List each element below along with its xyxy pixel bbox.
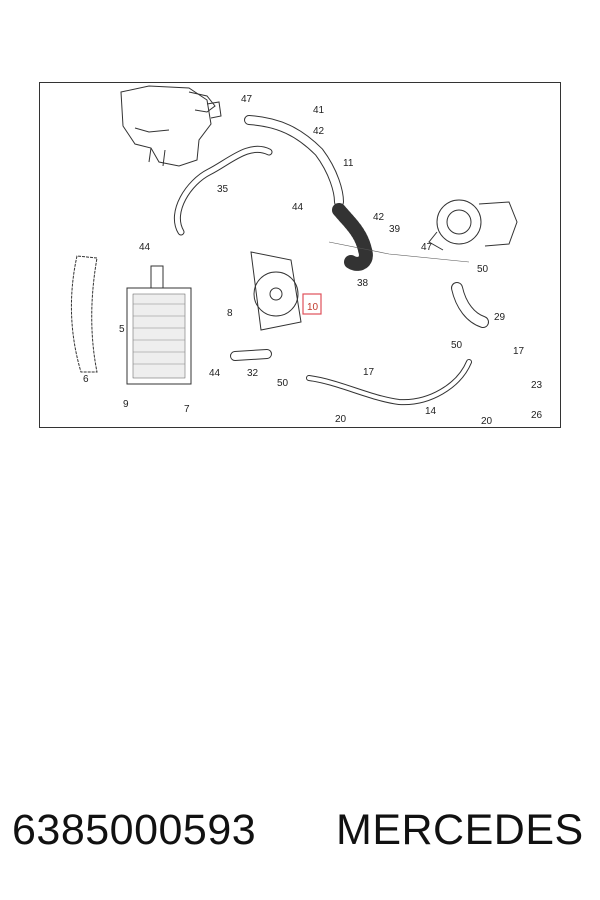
brand-name: MERCEDES <box>336 806 584 854</box>
callout-label: 32 <box>247 368 259 379</box>
callout-label: 20 <box>335 414 347 425</box>
callout-label: 26 <box>531 410 543 421</box>
part-number: 6385000593 <box>12 806 257 854</box>
callout-label: 7 <box>184 404 190 415</box>
callout-label: 23 <box>531 380 543 391</box>
callout-label: 10 <box>307 302 319 313</box>
callout-label: 14 <box>425 406 437 417</box>
callout-label: 17 <box>363 367 375 378</box>
engine-block-drawing <box>120 85 222 167</box>
highlighted-part-box <box>302 293 322 315</box>
callout-label: 50 <box>451 340 463 351</box>
callout-label: 11 <box>343 158 354 169</box>
callout-label: 8 <box>227 308 233 319</box>
callout-label: 50 <box>477 264 489 275</box>
callout-label: 6 <box>83 374 89 385</box>
callout-label: 39 <box>389 224 401 235</box>
callout-label: 50 <box>277 378 289 389</box>
callout-label: 9 <box>123 399 129 410</box>
callout-labels: 47 41 42 11 35 44 42 39 47 50 44 8 10 38… <box>83 94 543 427</box>
callout-label: 44 <box>292 202 304 213</box>
callout-label: 38 <box>357 278 369 289</box>
callout-label: 44 <box>139 242 151 253</box>
callout-label: 20 <box>481 416 493 427</box>
fan-shroud-10 <box>250 251 302 331</box>
callout-label: 47 <box>421 242 433 253</box>
corrugated-hose-38 <box>332 203 373 271</box>
parts-exploded-diagram: 47 41 42 11 35 44 42 39 47 50 44 8 10 38… <box>39 82 561 428</box>
callout-label: 47 <box>241 94 253 105</box>
turbocharger-drawing <box>428 199 518 251</box>
callout-label: 42 <box>313 126 325 137</box>
callout-label: 29 <box>494 312 506 323</box>
radiator-5 <box>126 265 192 385</box>
callout-label: 44 <box>209 368 221 379</box>
callout-label: 17 <box>513 346 525 357</box>
callout-label: 35 <box>217 184 229 195</box>
leader-line <box>328 241 470 263</box>
callout-label: 41 <box>313 105 325 116</box>
duct-6 <box>70 255 98 373</box>
callout-label: 42 <box>373 212 385 223</box>
callout-label: 5 <box>119 324 125 335</box>
